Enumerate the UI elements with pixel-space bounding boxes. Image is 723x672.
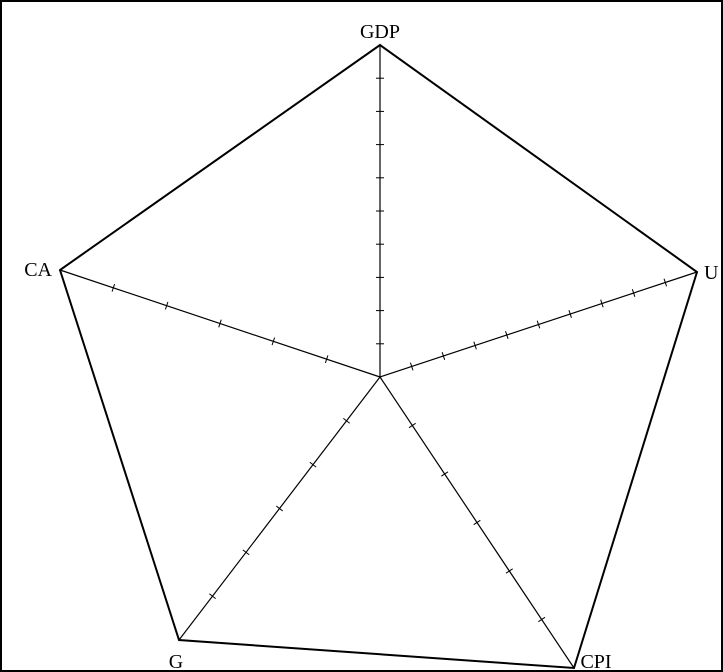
- tick-ca-1: [324, 355, 329, 364]
- spokes: [59, 45, 698, 669]
- tick-cpi-5: [538, 616, 546, 623]
- axis-label-g: G: [169, 651, 183, 672]
- tick-cpi-1: [408, 422, 416, 429]
- axis-label-ca: CA: [24, 259, 52, 281]
- tick-u-2: [441, 352, 446, 360]
- tick-ca-5: [111, 283, 116, 292]
- tick-u-6: [568, 310, 572, 318]
- tick-u-8: [631, 289, 636, 297]
- tick-cpi-4: [505, 568, 513, 574]
- tick-g-2: [309, 461, 317, 468]
- axis-label-u: U: [704, 262, 719, 284]
- axis-label-cpi: CPI: [580, 651, 611, 672]
- tick-u-3: [473, 341, 477, 350]
- tick-marks: [111, 77, 668, 623]
- tick-ca-3: [218, 319, 222, 328]
- tick-u-7: [600, 299, 604, 308]
- tick-ca-4: [164, 301, 169, 310]
- tick-g-1: [343, 418, 350, 424]
- tick-u-1: [409, 362, 414, 371]
- tick-g-4: [242, 549, 250, 556]
- tick-u-4: [505, 331, 509, 339]
- axis-label-gdp: GDP: [360, 21, 400, 43]
- tick-cpi-3: [473, 519, 481, 526]
- pentagon-outline: [58, 43, 699, 670]
- tick-u-9: [663, 278, 668, 287]
- tick-u-5: [536, 320, 541, 329]
- tick-ca-2: [271, 337, 276, 346]
- tick-cpi-2: [441, 471, 449, 477]
- tick-g-3: [276, 505, 283, 512]
- tick-g-5: [209, 593, 216, 599]
